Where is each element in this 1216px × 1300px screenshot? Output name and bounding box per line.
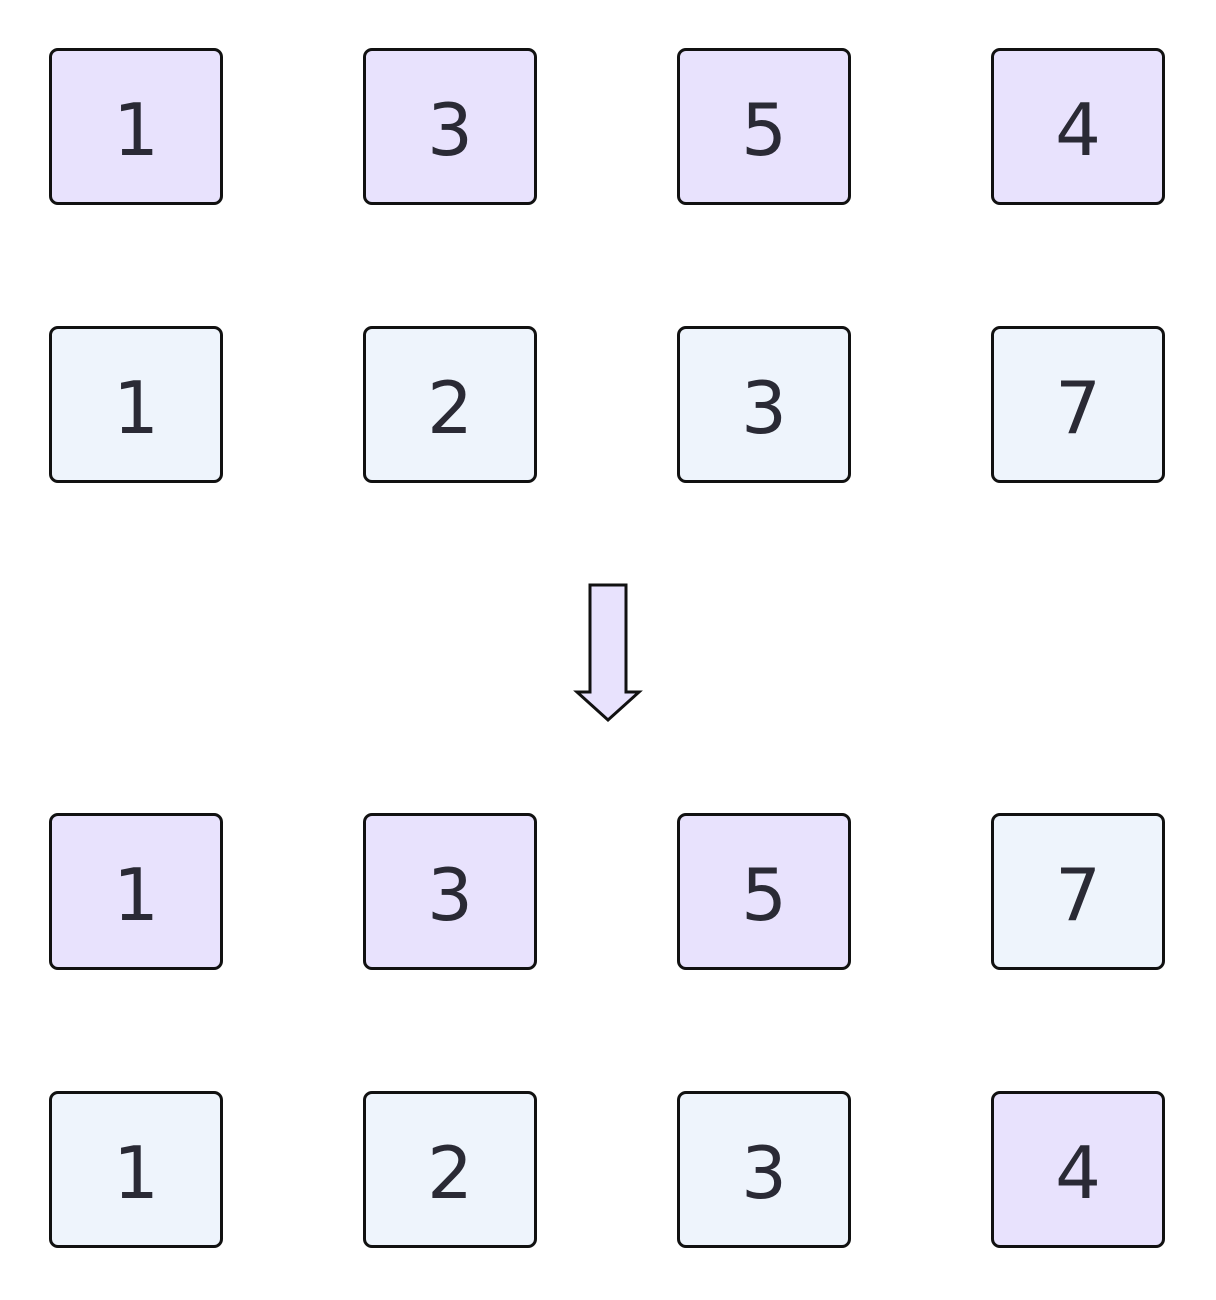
cell-value: 3: [741, 365, 787, 450]
row-2: 1 2 3 7: [0, 326, 1216, 486]
cell: 2: [363, 326, 537, 483]
cell-value: 1: [113, 1130, 159, 1215]
cell: 3: [363, 813, 537, 970]
cell-value: 1: [113, 365, 159, 450]
cell-value: 2: [427, 1130, 473, 1215]
cell-value: 3: [427, 87, 473, 172]
cell-value: 5: [741, 87, 787, 172]
cell-value: 7: [1055, 365, 1101, 450]
row-4: 1 2 3 4: [0, 1091, 1216, 1251]
cell-value: 4: [1055, 87, 1101, 172]
cell: 5: [677, 48, 851, 205]
down-arrow-shape: [573, 583, 643, 723]
cell-value: 3: [427, 852, 473, 937]
cell: 5: [677, 813, 851, 970]
down-arrow-icon: [573, 583, 643, 723]
cell: 7: [991, 326, 1165, 483]
cell-value: 3: [741, 1130, 787, 1215]
cell: 1: [49, 326, 223, 483]
row-1: 1 3 5 4: [0, 48, 1216, 208]
cell-value: 4: [1055, 1130, 1101, 1215]
cell-value: 1: [113, 87, 159, 172]
cell: 3: [677, 1091, 851, 1248]
cell-value: 1: [113, 852, 159, 937]
cell: 3: [363, 48, 537, 205]
cell-value: 7: [1055, 852, 1101, 937]
cell: 1: [49, 1091, 223, 1248]
cell: 2: [363, 1091, 537, 1248]
cell-value: 2: [427, 365, 473, 450]
cell: 1: [49, 48, 223, 205]
cell: 4: [991, 48, 1165, 205]
cell: 4: [991, 1091, 1165, 1248]
cell-value: 5: [741, 852, 787, 937]
cell: 1: [49, 813, 223, 970]
cell: 3: [677, 326, 851, 483]
row-3: 1 3 5 7: [0, 813, 1216, 973]
cell: 7: [991, 813, 1165, 970]
